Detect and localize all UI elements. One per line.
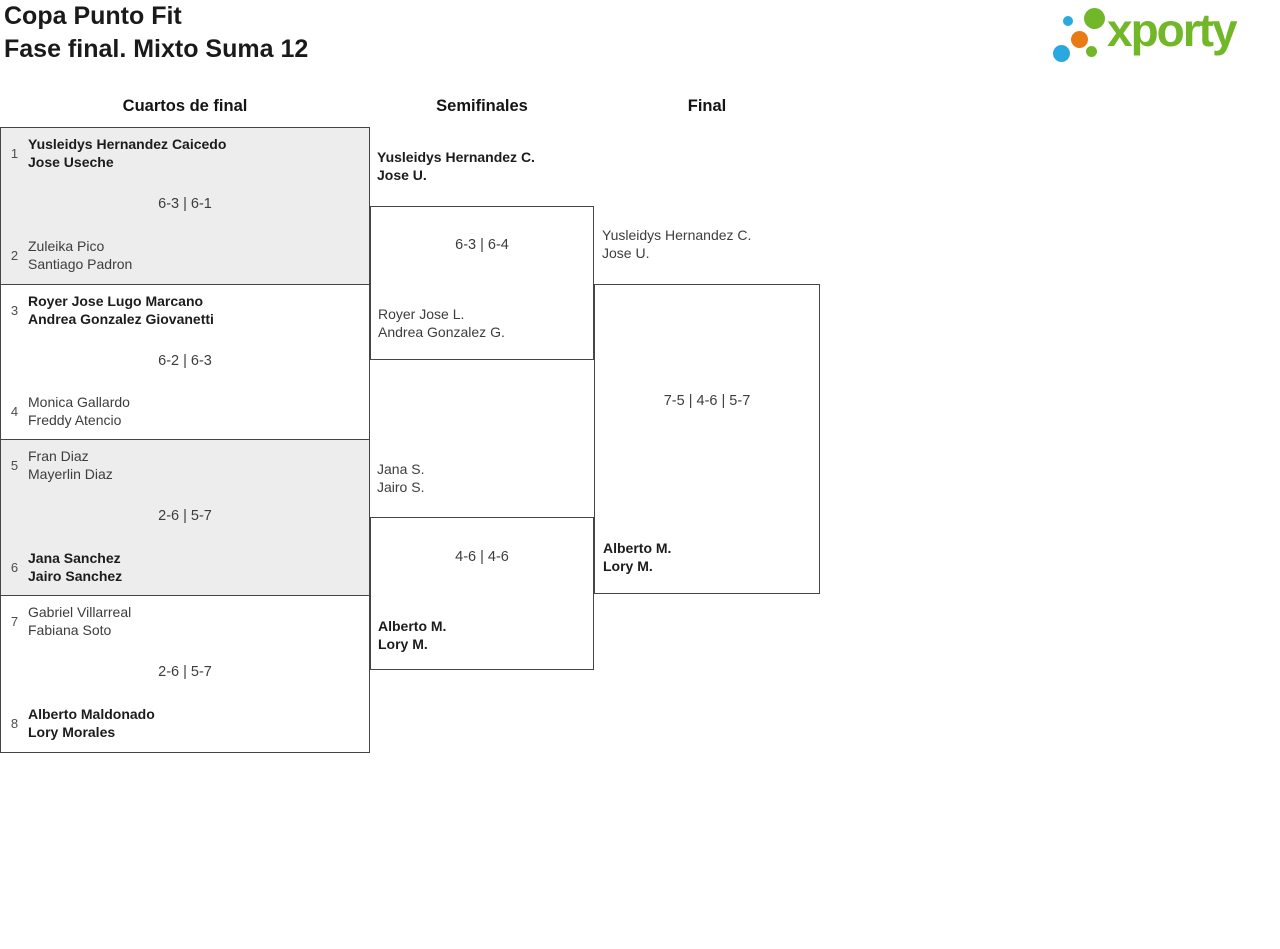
semifinal-match-2: 4-6 | 4-6 Alberto M. Lory M. [370, 517, 594, 670]
match-score: 2-6 | 5-7 [158, 508, 212, 524]
player-name: Yusleidys Hernandez C. [377, 149, 535, 165]
logo-dot-icon [1086, 46, 1097, 57]
semifinal-2-team-1: Jana S. Jairo S. [377, 460, 424, 496]
seed-number: 7 [10, 613, 19, 629]
round-header-final: Final [687, 97, 727, 115]
player-name: Yusleidys Hernandez Caicedo [28, 136, 227, 152]
team-row: 4 Monica Gallardo Freddy Atencio [1, 393, 369, 429]
final-team-2: Alberto M. Lory M. [603, 539, 671, 575]
tournament-name: Copa Punto Fit [4, 2, 182, 30]
player-name: Jairo Sanchez [28, 568, 123, 584]
quarterfinal-match-3: 5 Fran Diaz Mayerlin Diaz 2-6 | 5-7 6 Ja… [0, 439, 370, 597]
team-names: Gabriel Villarreal Fabiana Soto [28, 603, 131, 639]
seed-number: 2 [10, 247, 19, 263]
player-name: Jairo S. [377, 479, 425, 495]
seed-number: 5 [10, 457, 19, 473]
team-names: Yusleidys Hernandez Caicedo Jose Useche [28, 135, 226, 171]
match-score: 4-6 | 4-6 [455, 549, 509, 565]
round-header-quarterfinals: Cuartos de final [122, 97, 248, 115]
player-name: Mayerlin Diaz [28, 466, 113, 482]
logo-dot-icon [1053, 45, 1070, 62]
player-name: Alberto M. [603, 540, 672, 556]
player-name: Jose U. [602, 245, 650, 261]
match-score: 6-3 | 6-4 [455, 237, 509, 253]
quarterfinal-match-2: 3 Royer Jose Lugo Marcano Andrea Gonzale… [0, 284, 370, 441]
quarterfinal-match-4: 7 Gabriel Villarreal Fabiana Soto 2-6 | … [0, 595, 370, 753]
final-team-1: Yusleidys Hernandez C. Jose U. [602, 226, 751, 262]
player-name: Jose U. [377, 167, 427, 183]
player-name: Fran Diaz [28, 448, 89, 464]
semifinal-1-team-1: Yusleidys Hernandez C. Jose U. [377, 148, 535, 184]
player-name: Lory M. [603, 558, 653, 574]
phase-name: Fase final. Mixto Suma 12 [4, 35, 309, 63]
team-row: 8 Alberto Maldonado Lory Morales [1, 705, 369, 741]
player-name: Monica Gallardo [28, 394, 130, 410]
semifinal-match-1: 6-3 | 6-4 Royer Jose L. Andrea Gonzalez … [370, 206, 594, 360]
match-score: 7-5 | 4-6 | 5-7 [663, 393, 751, 409]
seed-number: 6 [10, 559, 19, 575]
seed-number: 8 [10, 715, 19, 731]
logo-dot-icon [1063, 16, 1073, 26]
player-name: Yusleidys Hernandez C. [602, 227, 752, 243]
match-score: 6-2 | 6-3 [158, 352, 212, 369]
player-name: Freddy Atencio [28, 412, 122, 428]
logo-dot-icon [1071, 31, 1088, 48]
page-title: Copa Punto Fit Fase final. Mixto Suma 12 [4, 0, 308, 66]
semifinal-1-team-2: Royer Jose L. Andrea Gonzalez G. [378, 305, 505, 341]
player-name: Zuleika Pico [28, 238, 105, 254]
team-names: Alberto Maldonado Lory Morales [28, 705, 155, 741]
player-name: Jose Useche [28, 154, 114, 170]
final-match: 7-5 | 4-6 | 5-7 Alberto M. Lory M. [594, 284, 820, 594]
player-name: Alberto Maldonado [28, 706, 155, 722]
player-name: Alberto M. [378, 618, 447, 634]
player-name: Gabriel Villarreal [28, 604, 132, 620]
team-names: Royer Jose Lugo Marcano Andrea Gonzalez … [28, 292, 214, 328]
player-name: Jana S. [377, 461, 425, 477]
player-name: Andrea Gonzalez Giovanetti [28, 311, 214, 327]
seed-number: 3 [10, 302, 19, 318]
match-score: 6-3 | 6-1 [158, 196, 212, 212]
player-name: Royer Jose Lugo Marcano [28, 293, 204, 309]
logo-wordmark: xporty [1107, 4, 1238, 56]
quarterfinal-match-1: 1 Yusleidys Hernandez Caicedo Jose Usech… [0, 127, 370, 285]
team-row: 2 Zuleika Pico Santiago Padron [1, 237, 369, 273]
player-name: Jana Sanchez [28, 550, 121, 566]
match-score: 2-6 | 5-7 [158, 664, 212, 680]
team-names: Fran Diaz Mayerlin Diaz [28, 447, 113, 483]
team-row: 3 Royer Jose Lugo Marcano Andrea Gonzale… [1, 292, 369, 328]
team-names: Jana Sanchez Jairo Sanchez [28, 549, 122, 585]
team-names: Monica Gallardo Freddy Atencio [28, 393, 130, 429]
team-names: Zuleika Pico Santiago Padron [28, 237, 132, 273]
player-name: Andrea Gonzalez G. [378, 324, 505, 340]
team-row: 5 Fran Diaz Mayerlin Diaz [1, 447, 369, 483]
team-row: 1 Yusleidys Hernandez Caicedo Jose Usech… [1, 135, 369, 171]
player-name: Royer Jose L. [378, 306, 465, 322]
player-name: Fabiana Soto [28, 622, 112, 638]
round-header-semifinals: Semifinales [436, 97, 528, 115]
player-name: Lory Morales [28, 724, 116, 740]
xporty-logo[interactable]: xporty [1045, 0, 1277, 70]
player-name: Santiago Padron [28, 256, 133, 272]
player-name: Lory M. [378, 636, 428, 652]
logo-dot-icon [1084, 8, 1105, 29]
seed-number: 1 [10, 145, 19, 161]
team-row: 7 Gabriel Villarreal Fabiana Soto [1, 603, 369, 639]
team-row: 6 Jana Sanchez Jairo Sanchez [1, 549, 369, 585]
seed-number: 4 [10, 403, 19, 419]
semifinal-2-team-2: Alberto M. Lory M. [378, 617, 446, 653]
